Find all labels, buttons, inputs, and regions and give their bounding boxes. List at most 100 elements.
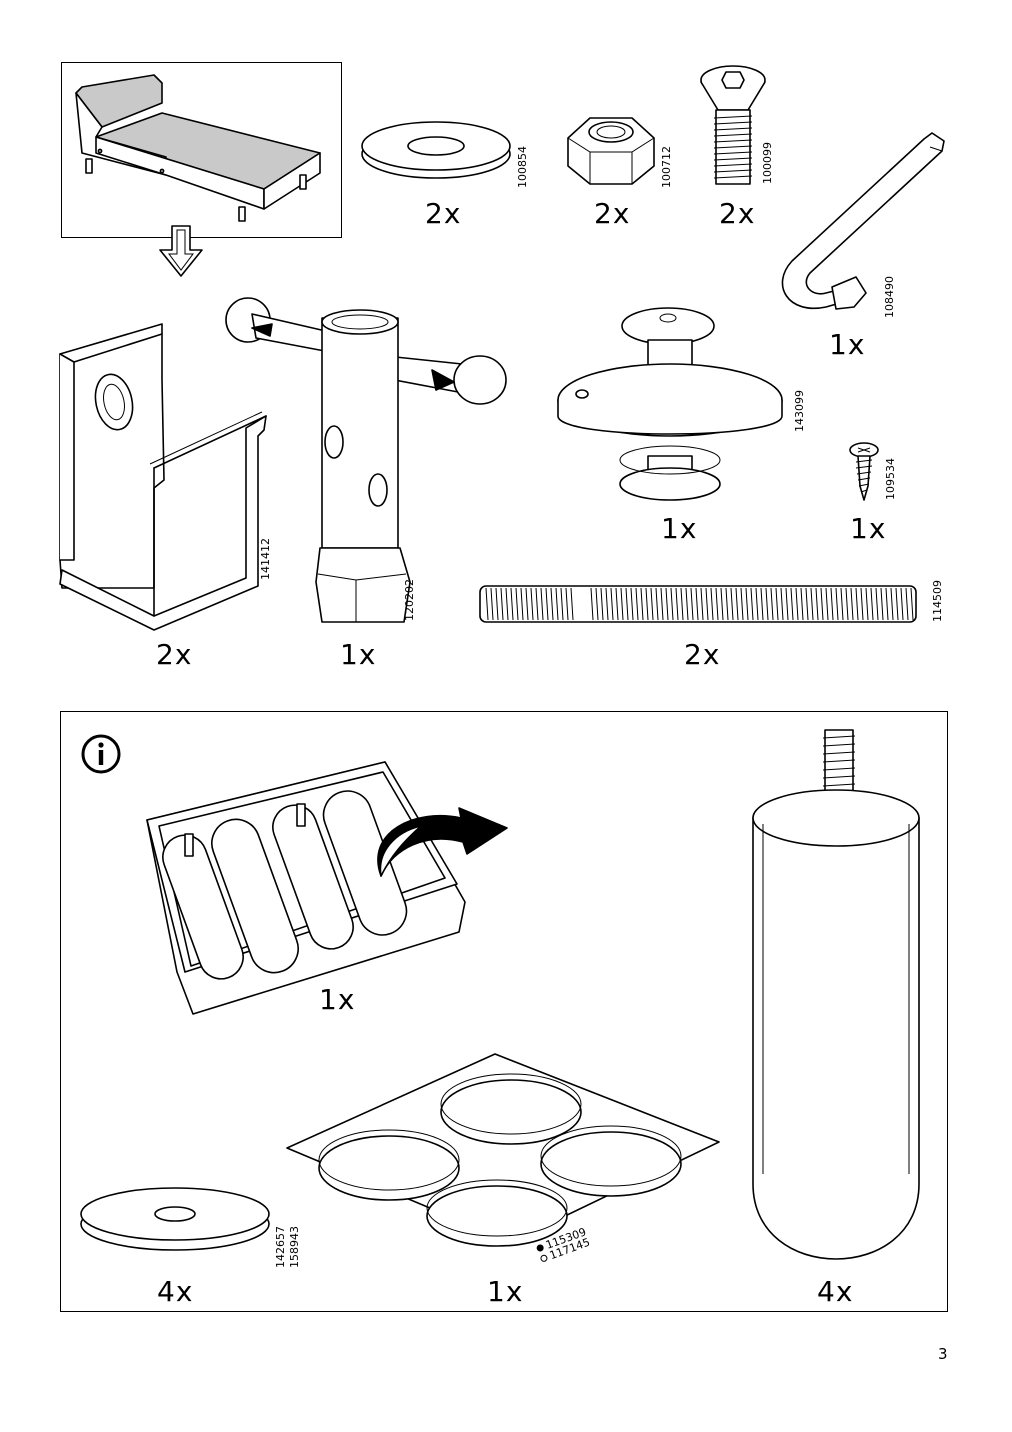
nut-qty: 2x	[594, 197, 631, 230]
bracket-qty: 2x	[156, 638, 193, 671]
countersunk-screw-icon	[700, 65, 766, 185]
rod-thread-line	[735, 587, 739, 621]
rod-thread-line	[625, 587, 629, 621]
rod-thread-line	[755, 587, 759, 621]
rod-thread-line	[495, 587, 499, 621]
rod-thread-line	[615, 587, 619, 621]
rod-thread-line	[690, 587, 694, 621]
rod-thread-line	[570, 587, 574, 621]
connector-disc-code: 143099	[793, 390, 806, 432]
rod-thread-line	[740, 587, 744, 621]
rod-thread-line	[600, 587, 604, 621]
rod-thread-line	[635, 587, 639, 621]
rod-thread-line	[865, 587, 869, 621]
rod-thread-line	[710, 587, 714, 621]
hex-nut-icon	[567, 117, 655, 185]
wood-screw-qty: 1x	[850, 512, 887, 545]
rod-thread-line	[795, 587, 799, 621]
rod-thread-line	[680, 587, 684, 621]
filled-dot-icon	[535, 1243, 545, 1253]
rod-thread-line	[855, 587, 859, 621]
rod-thread-line	[820, 587, 824, 621]
rod-thread-line	[685, 587, 689, 621]
rod-thread-line	[760, 587, 764, 621]
rod-thread-line	[785, 587, 789, 621]
wrench-code: 120202	[403, 579, 416, 621]
connector-disc-qty: 1x	[661, 512, 698, 545]
rod-thread-line	[640, 587, 644, 621]
screw-qty: 2x	[719, 197, 756, 230]
rod-thread-line	[880, 587, 884, 621]
rod-thread-line	[660, 587, 664, 621]
rod-thread-line	[515, 587, 519, 621]
u-bracket-icon	[59, 323, 267, 631]
rod-thread-line	[645, 587, 649, 621]
rod-thread-line	[825, 587, 829, 621]
rod-thread-line	[560, 587, 564, 621]
allen-key-qty: 1x	[829, 328, 866, 361]
rod-thread-line	[670, 587, 674, 621]
rod-thread-line	[555, 587, 559, 621]
threaded-rod-code: 114509	[931, 580, 944, 622]
rod-thread-line	[505, 587, 509, 621]
leg-box-icon	[146, 761, 508, 1015]
rod-thread-line	[875, 587, 879, 621]
info-icon	[81, 734, 121, 774]
rod-thread-line	[805, 587, 809, 621]
rod-thread-line	[850, 587, 854, 621]
rod-thread-line	[835, 587, 839, 621]
rod-thread-line	[565, 587, 569, 621]
page-number: 3	[938, 1345, 948, 1363]
rod-thread-line	[675, 587, 679, 621]
rod-thread-line	[780, 587, 784, 621]
rod-thread-line	[500, 587, 504, 621]
nut-code: 100712	[660, 146, 673, 188]
rod-thread-line	[905, 587, 909, 621]
rod-thread-line	[485, 587, 489, 621]
rod-thread-line	[770, 587, 774, 621]
felt-pads-qty: 1x	[487, 1275, 524, 1308]
rod-thread-line	[720, 587, 724, 621]
rod-thread-line	[890, 587, 894, 621]
rod-thread-line	[700, 587, 704, 621]
rod-thread-line	[910, 587, 914, 621]
rod-thread-line	[595, 587, 599, 621]
rod-thread-line	[815, 587, 819, 621]
connector-disc-icon	[557, 307, 783, 501]
rod-thread-line	[510, 587, 514, 621]
threaded-rod-icon	[479, 585, 917, 623]
rod-thread-line	[800, 587, 804, 621]
washer-large-code: 100854	[516, 146, 529, 188]
rod-thread-line	[705, 587, 709, 621]
rod-thread-line	[535, 587, 539, 621]
rod-thread-line	[650, 587, 654, 621]
rod-thread-line	[520, 587, 524, 621]
wrench-qty: 1x	[340, 638, 377, 671]
washer-large-qty: 2x	[425, 197, 462, 230]
rod-thread-line	[775, 587, 779, 621]
rod-thread-line	[745, 587, 749, 621]
leg-washer-code-1: 142657	[274, 1226, 287, 1268]
wood-screw-icon	[849, 442, 879, 501]
rod-thread-line	[715, 587, 719, 621]
rod-thread-line	[870, 587, 874, 621]
leg-washer-qty: 4x	[157, 1275, 194, 1308]
washer-large-icon	[361, 121, 511, 179]
rod-thread-line	[810, 587, 814, 621]
rod-thread-line	[790, 587, 794, 621]
rod-thread-line	[695, 587, 699, 621]
furniture-leg-icon	[752, 729, 920, 1260]
rod-thread-line	[750, 587, 754, 621]
rod-thread-line	[590, 587, 594, 621]
rod-thread-line	[605, 587, 609, 621]
rod-thread-line	[830, 587, 834, 621]
felt-pads-icon	[286, 1053, 720, 1247]
rod-thread-line	[885, 587, 889, 621]
chaise-frame	[61, 62, 342, 238]
leg-washer-code-2: 158943	[288, 1226, 301, 1268]
allen-key-icon	[781, 132, 945, 310]
rod-thread-line	[620, 587, 624, 621]
allen-key-code: 108490	[883, 276, 896, 318]
rod-thread-line	[540, 587, 544, 621]
rod-thread-line	[655, 587, 659, 621]
